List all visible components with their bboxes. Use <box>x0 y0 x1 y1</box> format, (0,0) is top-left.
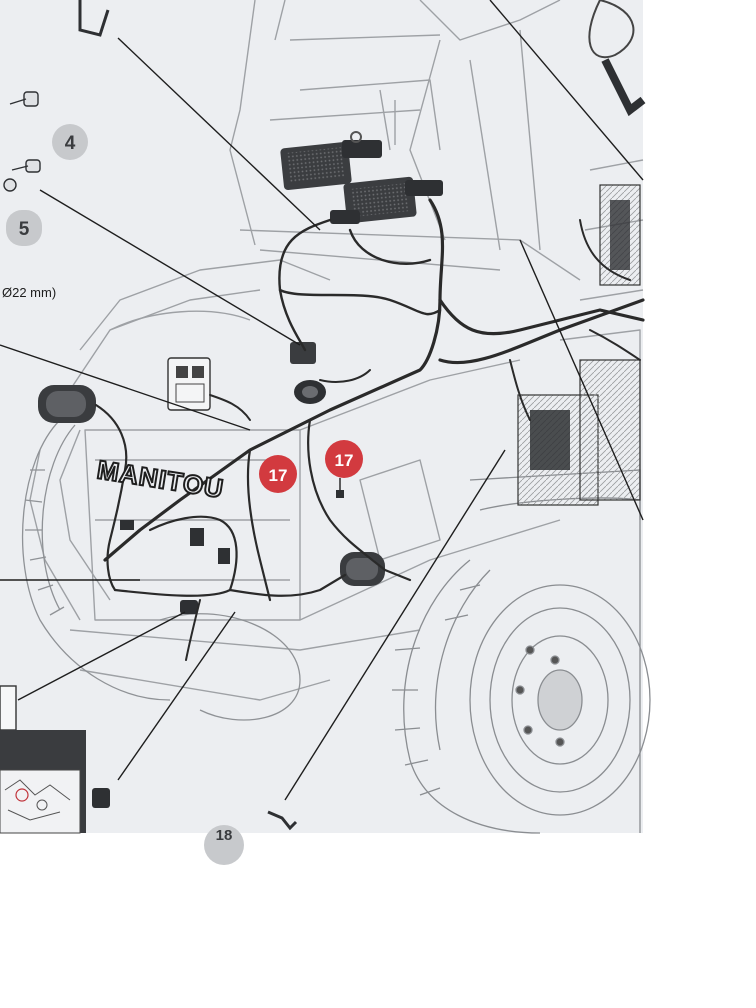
callout-17-right: 17 <box>325 440 363 498</box>
inset-panel <box>0 685 86 834</box>
machine-outline <box>29 0 644 701</box>
callout-5: 5 <box>6 210 42 246</box>
callout-4: 4 <box>52 124 88 160</box>
wiring-harness <box>94 198 645 661</box>
callout-4-label: 4 <box>65 133 76 154</box>
callout-18: 18 <box>204 825 244 865</box>
dimension-note: Ø22 mm) <box>2 285 56 300</box>
callout-18-label: 18 <box>216 827 233 844</box>
wiring-diagram: MANITOU Ø22 mm) 4 5 17 17 18 <box>0 0 651 865</box>
callout-17-right-label: 17 <box>335 451 354 470</box>
leader-lines <box>0 0 644 801</box>
callout-17-left: 17 <box>259 455 297 493</box>
callout-5-label: 5 <box>19 219 30 240</box>
callout-17-left-label: 17 <box>269 466 288 485</box>
components <box>3 0 646 831</box>
left-tyre <box>21 419 301 721</box>
diagram-photo: MANITOU Ø22 mm) 4 5 17 17 18 <box>0 0 651 865</box>
